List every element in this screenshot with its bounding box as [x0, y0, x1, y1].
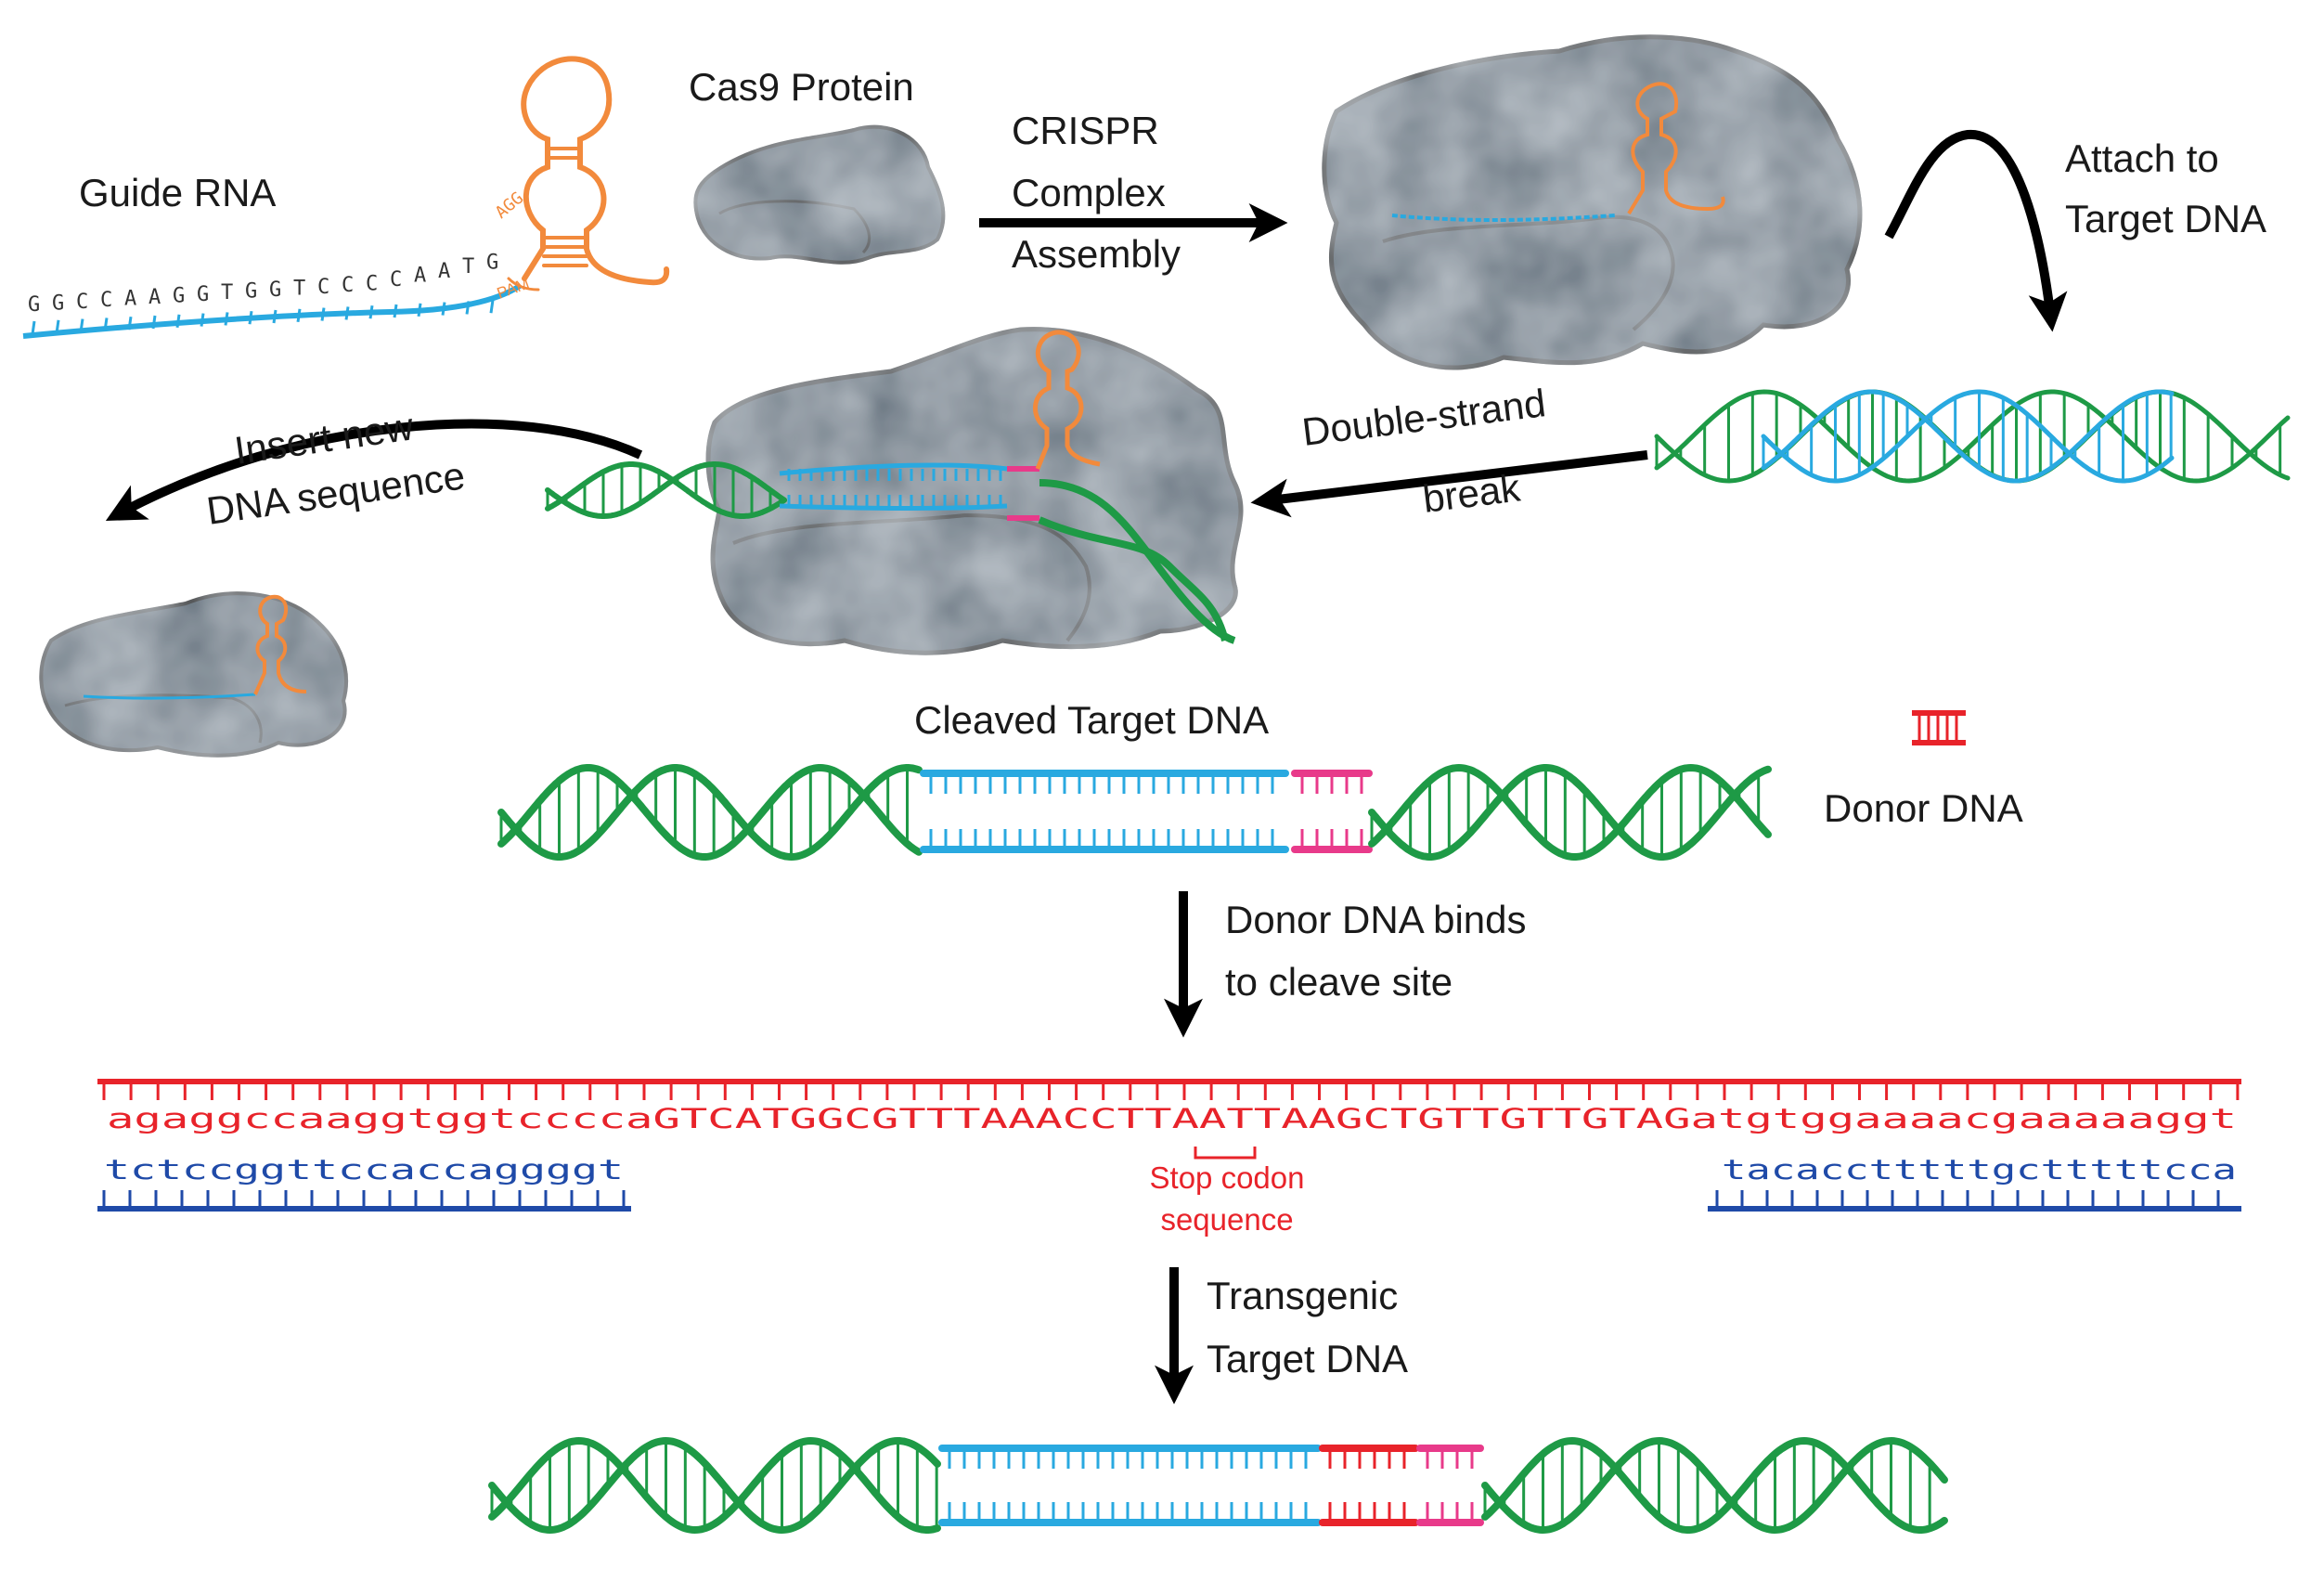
svg-text:Attach to: Attach to [2065, 136, 2219, 180]
guide-hairpin [507, 56, 670, 292]
cleaved-dna-label: Cleaved Target DNA [914, 698, 1269, 742]
insert-arrow [105, 419, 643, 521]
guide-rna-label: Guide RNA [79, 171, 276, 214]
bound-dna [545, 330, 1236, 644]
stop-codon-label: Stop codon sequence [1150, 1160, 1305, 1237]
svg-text:Transgenic: Transgenic [1207, 1274, 1398, 1317]
dsb-arrow [1250, 450, 1648, 518]
svg-text:break: break [1420, 465, 1523, 521]
attach-arrow [1884, 129, 2068, 332]
svg-text:Double-strand: Double-strand [1299, 381, 1548, 454]
attach-label: Attach to Target DNA [2065, 136, 2266, 240]
transgenic-label: Transgenic Target DNA [1207, 1274, 1408, 1380]
binds-label: Donor DNA binds to cleave site [1225, 898, 1527, 1004]
pam-sequence: AGG [492, 188, 527, 223]
bottom-left-strand: tctccggttccaccaggggt [97, 1154, 631, 1212]
top-strand-sequence: agaggccaaggtggtccccaGTCATGGCGTTTAAACCTTA… [107, 1103, 2237, 1134]
svg-text:Target DNA: Target DNA [2065, 197, 2266, 240]
bound-complex [705, 327, 1244, 655]
donor-dna-fragment [1912, 710, 1966, 745]
donor-dna-label: Donor DNA [1824, 786, 2023, 830]
transgenic-target-dna [488, 1436, 1948, 1535]
dsb-label: Double-strand break [1299, 381, 1548, 521]
bottom-right-strand: tacacctttttgctttttcca [1708, 1154, 2241, 1212]
assembly-label: CRISPR Complex Assembly [1012, 109, 1181, 276]
svg-text:Assembly: Assembly [1012, 232, 1181, 276]
stop-codon-bracket [1194, 1147, 1257, 1160]
cas9-protein [693, 124, 946, 265]
svg-text:sequence: sequence [1160, 1202, 1293, 1237]
cas9-label: Cas9 Protein [689, 65, 914, 109]
svg-text:CRISPR: CRISPR [1012, 109, 1159, 152]
svg-text:to cleave site: to cleave site [1225, 960, 1452, 1004]
bottom-left-sequence: tctccggttccaccaggggt [104, 1154, 624, 1186]
complex-guide-rna [1391, 82, 1725, 222]
svg-text:Target DNA: Target DNA [1207, 1337, 1408, 1380]
svg-text:Stop codon: Stop codon [1150, 1160, 1305, 1195]
released-guide-rna [83, 594, 307, 700]
bottom-right-sequence: tacacctttttgctttttcca [1722, 1154, 2237, 1186]
svg-text:Complex: Complex [1012, 171, 1166, 214]
released-complex [39, 591, 349, 758]
donor-top-strand: agaggccaaggtggtccccaGTCATGGCGTTTAAACCTTA… [97, 1079, 2241, 1134]
target-dna-helix [1654, 389, 2291, 484]
pam-label: PAM [495, 275, 532, 303]
cleaved-target-dna [497, 763, 1772, 862]
svg-text:Donor DNA binds: Donor DNA binds [1225, 898, 1527, 941]
crispr-complex [1322, 34, 1863, 370]
svg-text:Insert new: Insert new [232, 404, 417, 473]
